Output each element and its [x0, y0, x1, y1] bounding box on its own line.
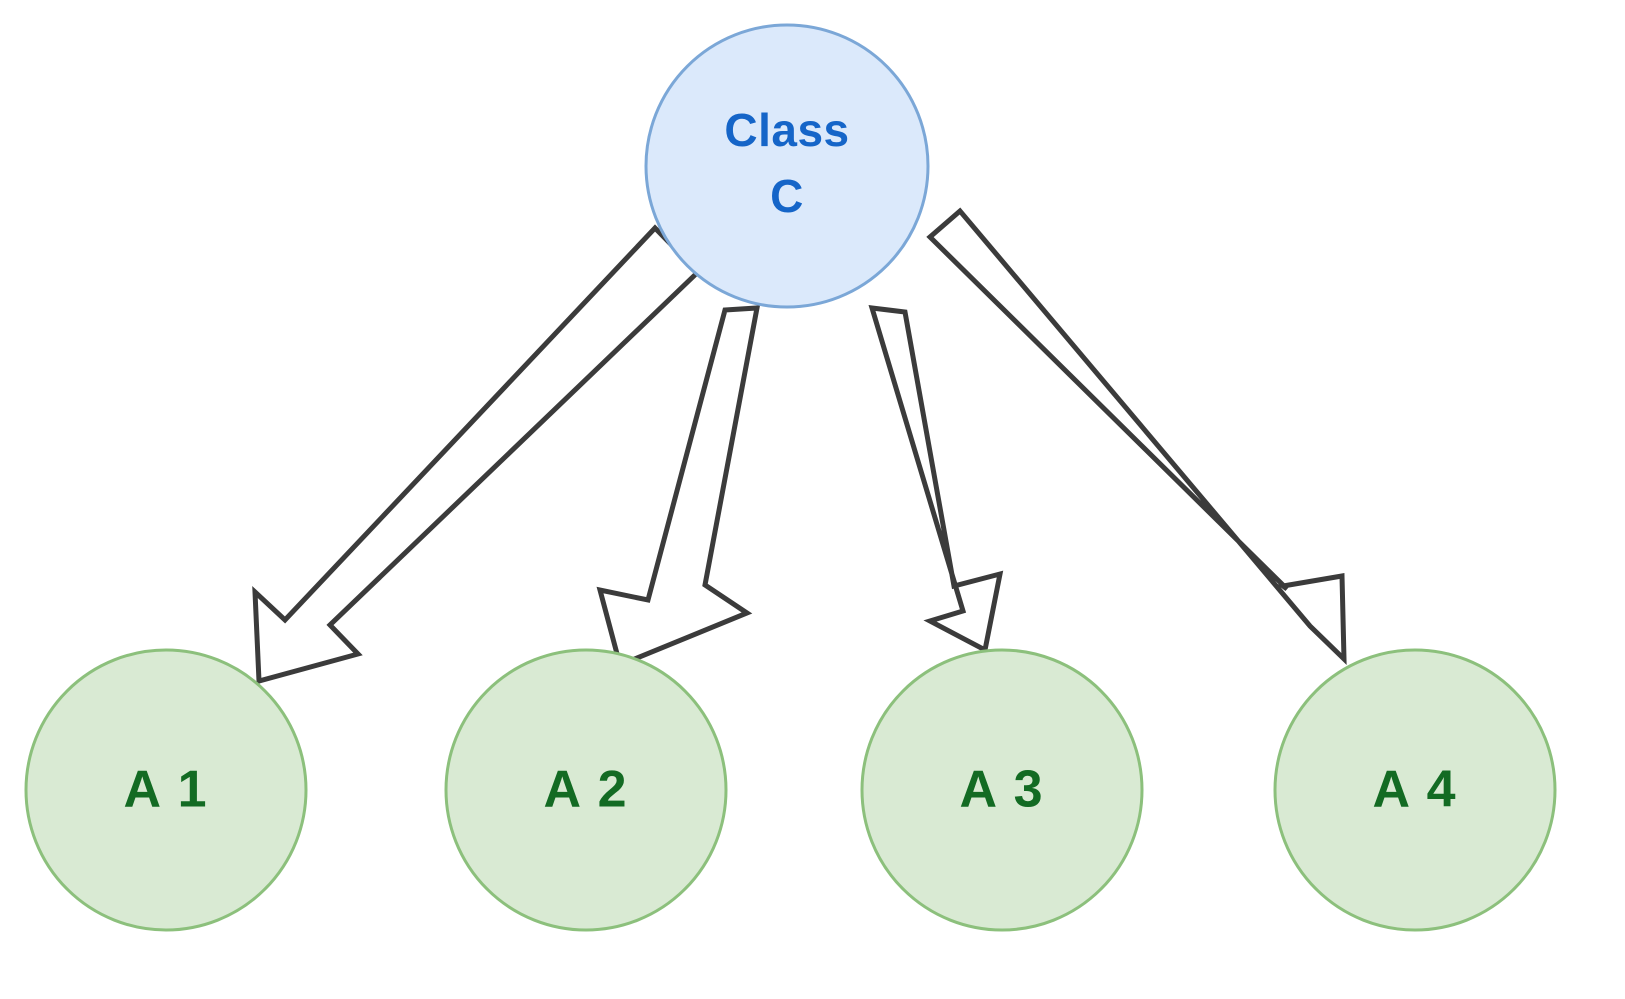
a2-label: A 2	[544, 761, 629, 819]
a1-circle[interactable]	[24, 648, 308, 932]
node-a2[interactable]: A 2	[444, 648, 728, 932]
edges-layer	[252, 207, 1347, 685]
node-a1[interactable]: A 1	[24, 648, 308, 932]
node-a3[interactable]: A 3	[860, 648, 1144, 932]
a2-circle[interactable]	[444, 648, 728, 932]
a4-label: A 4	[1373, 761, 1458, 819]
node-a4[interactable]: A 4	[1273, 648, 1557, 932]
class-c-label-line2: C	[770, 170, 804, 222]
node-class-c[interactable]: Class C	[644, 23, 930, 309]
a3-label: A 3	[960, 761, 1045, 819]
a4-circle[interactable]	[1273, 648, 1557, 932]
a3-circle[interactable]	[860, 648, 1144, 932]
arrow-class-c-to-a1[interactable]	[252, 224, 702, 685]
arrow-class-c-to-a3[interactable]	[868, 305, 1004, 654]
class-c-label-line1: Class	[724, 104, 849, 156]
arrow-class-c-to-a2[interactable]	[596, 305, 761, 669]
class-c-circle[interactable]	[644, 23, 930, 309]
arrow-class-c-to-a4[interactable]	[926, 207, 1347, 666]
a1-label: A 1	[124, 761, 209, 819]
